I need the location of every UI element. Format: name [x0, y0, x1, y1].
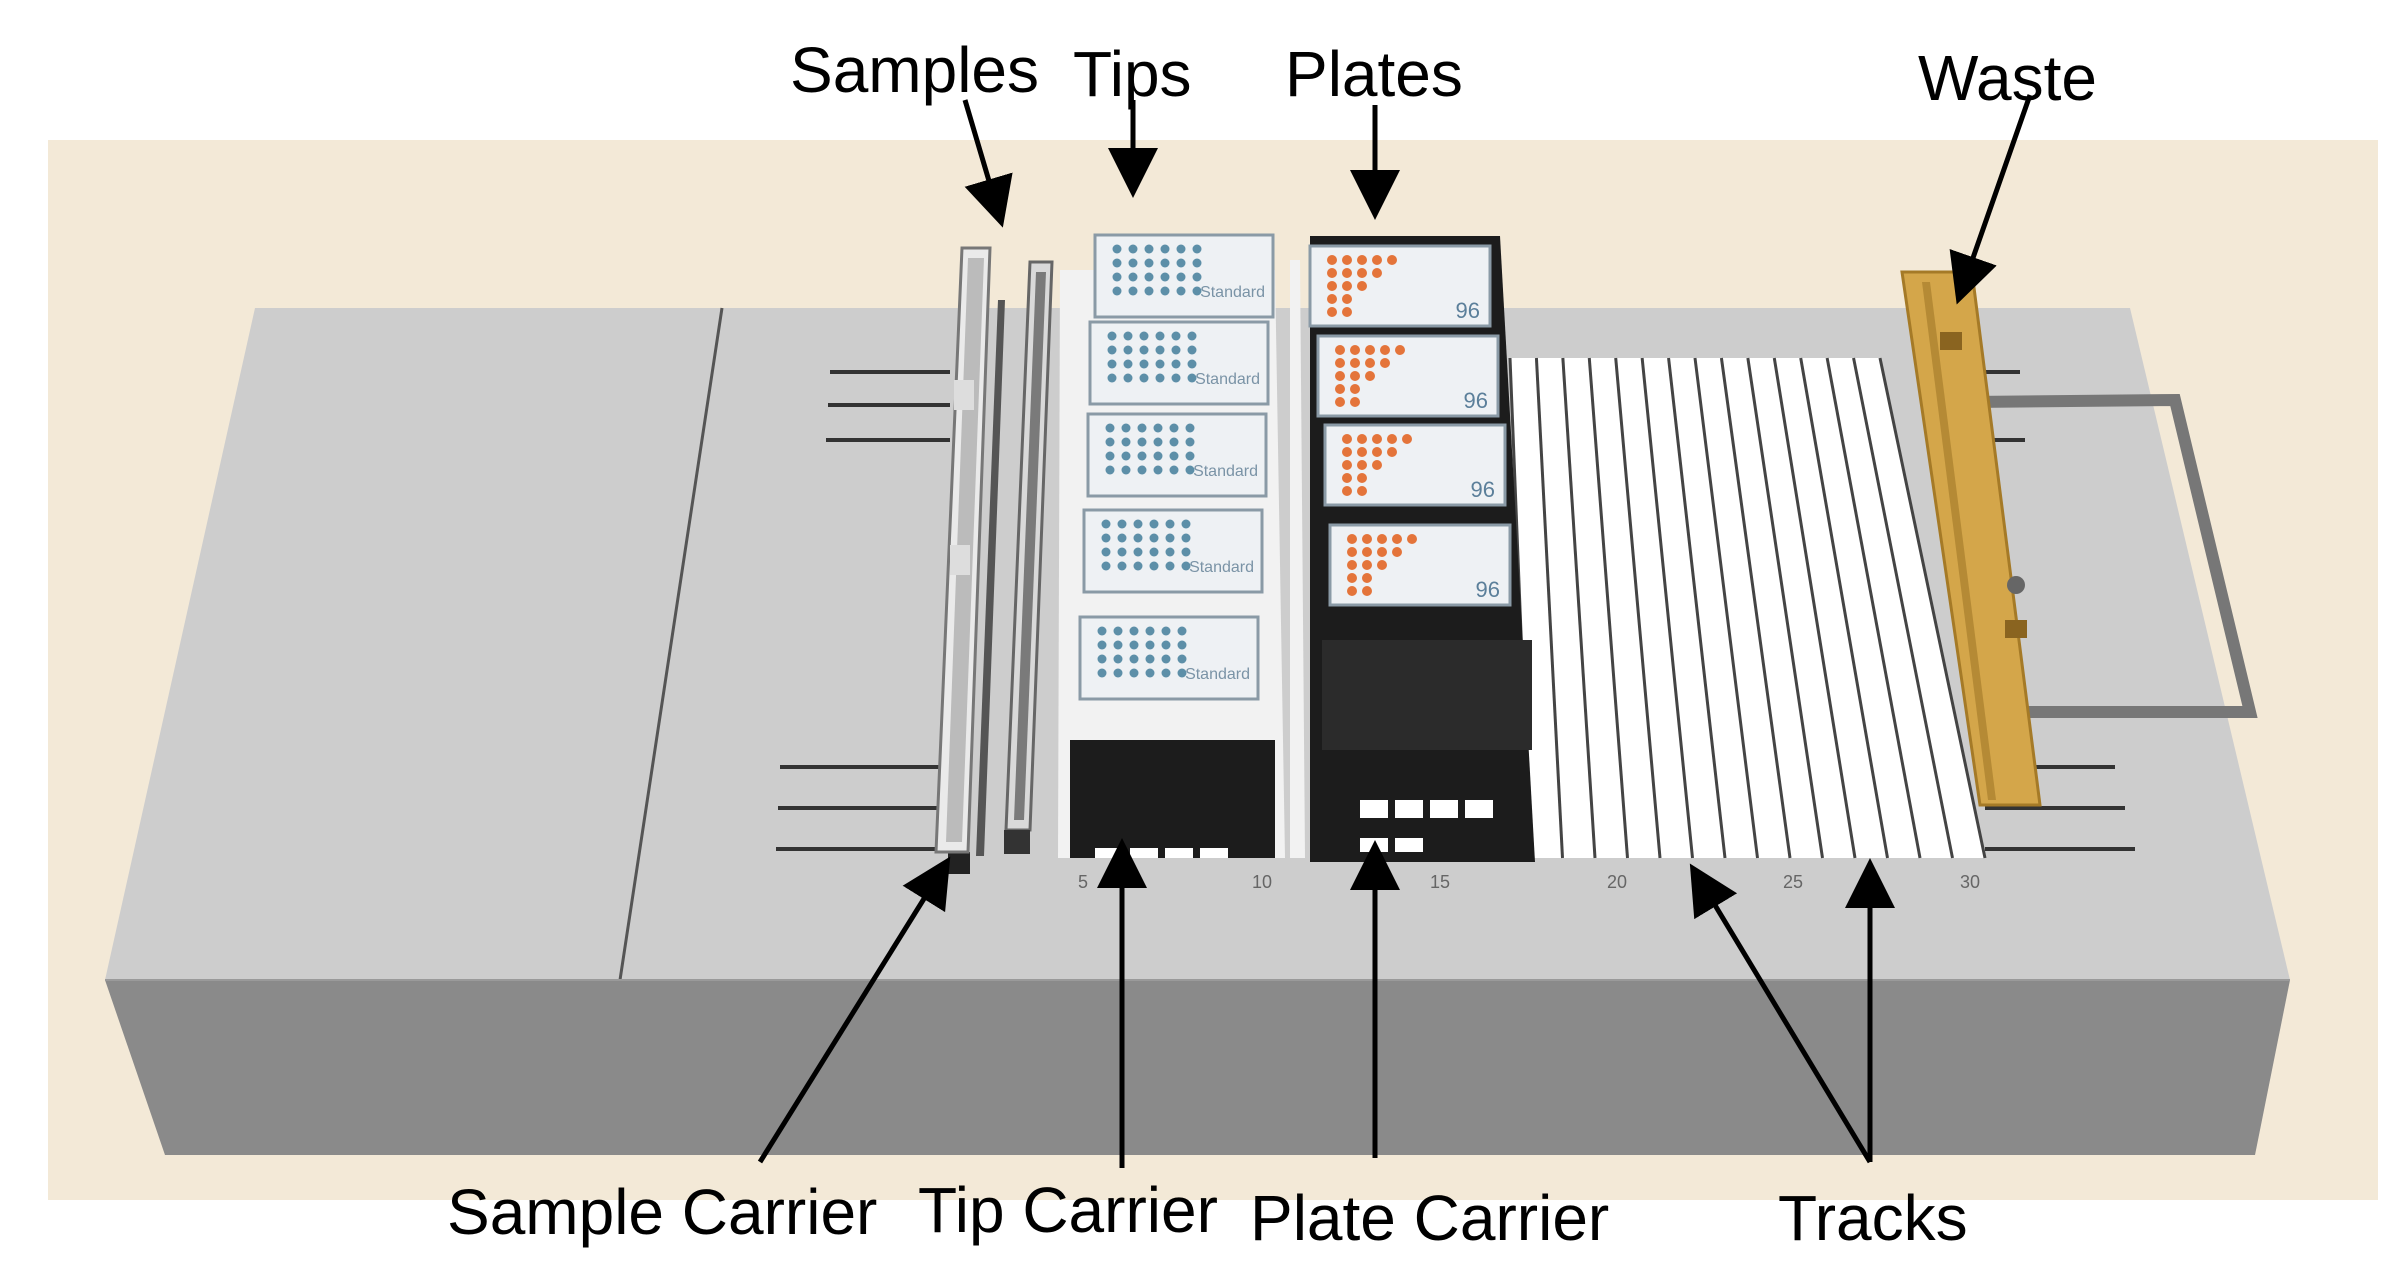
tip-rack-label: Standard [1200, 284, 1265, 301]
track-number-label: 30 [1960, 872, 1980, 892]
tip-rack: Standard [1082, 508, 1264, 594]
track-number-label: 15 [1430, 872, 1450, 892]
plate-label: 96 [1456, 298, 1480, 323]
tip-rack: Standard [1088, 320, 1270, 406]
plate-label: 96 [1476, 577, 1500, 602]
deck-left-divider [618, 307, 724, 981]
plate: 96 [1308, 244, 1492, 328]
arrow-sample-carrier [757, 856, 951, 1164]
label-plate-carrier: Plate Carrier [1250, 1182, 1610, 1254]
track-line [1719, 357, 1792, 859]
tip-rack: Standard [1086, 412, 1268, 498]
deck-front-face [105, 980, 2290, 1155]
track-number-label: 5 [1078, 872, 1088, 892]
track-number-label: 20 [1607, 872, 1627, 892]
track-line [1561, 357, 1597, 859]
track-line [1640, 357, 1694, 859]
track-line [1878, 357, 1987, 859]
track-line [1667, 357, 1727, 859]
plate: 96 [1323, 423, 1507, 507]
track-line [1614, 357, 1662, 859]
track-line [1587, 357, 1629, 859]
track-lines [1508, 357, 1987, 859]
tip-rack: Standard [1093, 233, 1275, 319]
track-line [1852, 357, 1954, 859]
plate-label: 96 [1471, 477, 1495, 502]
label-tip-carrier: Tip Carrier [918, 1174, 1218, 1246]
track-line [1772, 357, 1857, 859]
tip-rack-label: Standard [1185, 666, 1250, 683]
track-number-label: 10 [1252, 872, 1272, 892]
label-tips: Tips [1073, 38, 1192, 110]
label-tracks: Tracks [1778, 1182, 1968, 1254]
label-waste: Waste [1918, 42, 2097, 114]
arrow-waste [1949, 94, 2033, 305]
tip-rack-label: Standard [1195, 371, 1260, 388]
track-line [1746, 357, 1824, 859]
plate-label: 96 [1464, 388, 1488, 413]
track-line [1534, 357, 1564, 859]
arrow-tracks-a [1689, 863, 1873, 1164]
plate: 96 [1328, 523, 1512, 607]
callout-arrows [757, 94, 2033, 1168]
arrow-samples [962, 99, 1013, 228]
label-plates: Plates [1285, 38, 1463, 110]
waste-block [1900, 270, 2042, 807]
label-sample-carrier: Sample Carrier [447, 1176, 878, 1248]
waste-handle [1969, 393, 2258, 718]
track-line [1799, 357, 1889, 859]
plate: 96 [1316, 334, 1500, 418]
rear-rails-left [776, 370, 950, 851]
tip-rack-label: Standard [1193, 463, 1258, 480]
track-line [1693, 357, 1759, 859]
tip-rack-label: Standard [1189, 559, 1254, 576]
label-samples: Samples [790, 34, 1039, 106]
sample-carrier [934, 246, 1054, 874]
plates: 96 96 96 96 [1308, 244, 1512, 607]
track-line [1825, 357, 1922, 859]
track-number-label: 25 [1783, 872, 1803, 892]
tip-rack: Standard [1078, 615, 1260, 701]
